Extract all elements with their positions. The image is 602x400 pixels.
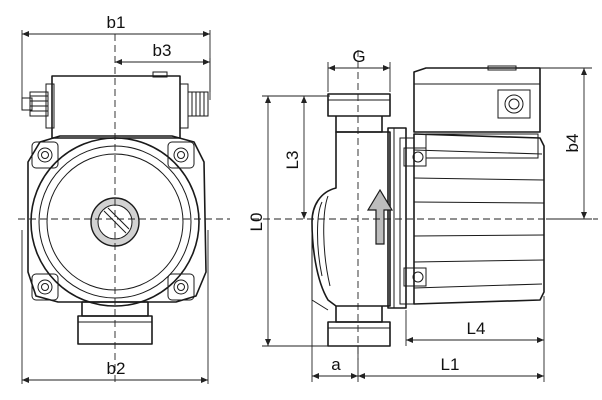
dimension-b1: b1 — [21, 13, 211, 100]
dimension-L4: L4 — [405, 296, 545, 382]
dimension-b2: b2 — [21, 230, 209, 384]
side-view: G L3 L0 b4 L4 — [247, 47, 598, 382]
side-terminal-box — [413, 65, 541, 133]
dimension-a: a — [311, 300, 359, 382]
dimension-L0: L0 — [247, 95, 330, 347]
dimension-b3: b3 — [115, 41, 211, 92]
front-pump-body — [27, 135, 207, 307]
label-G: G — [352, 47, 365, 66]
front-view: b1 b3 b2 — [18, 13, 230, 385]
label-b2: b2 — [107, 359, 126, 378]
dimension-L1: L1 — [358, 355, 544, 379]
label-L4: L4 — [467, 319, 486, 338]
label-a: a — [331, 355, 341, 374]
side-flange-ring — [387, 127, 427, 309]
label-b1: b1 — [107, 13, 126, 32]
side-inlet — [327, 93, 391, 133]
label-L1: L1 — [441, 355, 460, 374]
dimension-b4: b4 — [540, 67, 592, 220]
side-motor-housing — [413, 133, 545, 305]
label-b4: b4 — [563, 134, 582, 153]
label-L0: L0 — [247, 213, 266, 232]
dimension-G: G — [327, 47, 391, 92]
side-outlet — [327, 306, 391, 347]
flow-direction-arrow — [366, 188, 394, 245]
label-b3: b3 — [153, 41, 172, 60]
label-L3: L3 — [283, 151, 302, 170]
side-pump-housing — [311, 131, 391, 311]
dimension-L3: L3 — [283, 95, 330, 219]
